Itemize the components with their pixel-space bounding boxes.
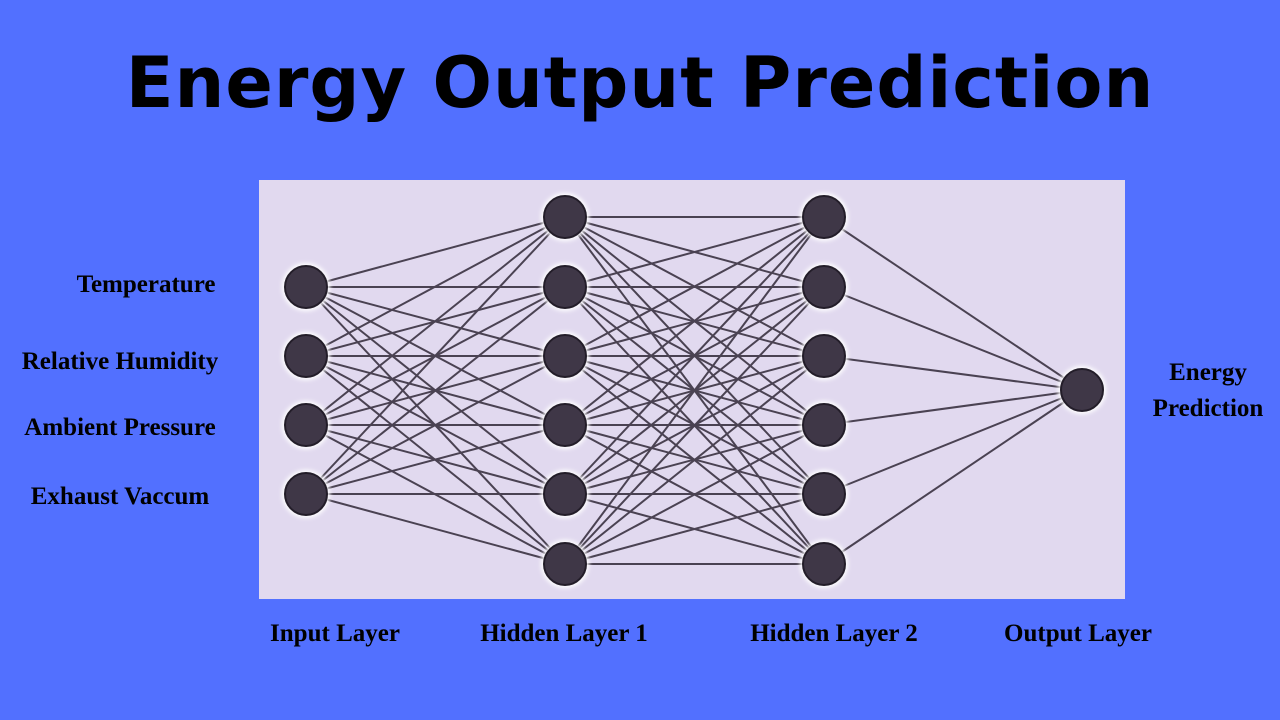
connection-hidden2-1-to-output-1 <box>823 216 1083 391</box>
connection-input-3-to-hidden1-1 <box>305 216 566 426</box>
connection-input-4-to-hidden1-6 <box>305 493 566 565</box>
connection-hidden2-4-to-output-1 <box>823 389 1083 426</box>
connection-input-2-to-hidden1-1 <box>305 216 566 357</box>
node-input-3 <box>282 401 330 449</box>
node-output-1 <box>1058 366 1106 414</box>
layer-label-output: Output Layer <box>1004 620 1152 647</box>
input-label-temperature: Temperature <box>76 271 216 298</box>
connection-hidden1-6-to-hidden2-2 <box>564 286 825 565</box>
connection-input-4-to-hidden1-2 <box>305 286 566 495</box>
node-hidden1-5 <box>541 470 589 518</box>
node-hidden1-2 <box>541 263 589 311</box>
input-label-exhaust-vaccum: Exhaust Vaccum <box>30 483 210 510</box>
connection-hidden2-2-to-output-1 <box>823 286 1083 391</box>
node-hidden2-5 <box>800 470 848 518</box>
input-label-ambient-pressure: Ambient Pressure <box>24 414 216 441</box>
node-input-1 <box>282 263 330 311</box>
connection-input-4-to-hidden1-3 <box>305 355 566 495</box>
layer-label-hidden-2: Hidden Layer 2 <box>750 620 918 647</box>
node-hidden1-1 <box>541 193 589 241</box>
neurons <box>282 193 1106 588</box>
layer-label-input: Input Layer <box>270 620 400 647</box>
node-hidden1-3 <box>541 332 589 380</box>
node-hidden1-6 <box>541 540 589 588</box>
connection-hidden1-5-to-hidden2-1 <box>564 216 825 495</box>
connection-input-1-to-hidden1-1 <box>305 216 566 288</box>
connection-hidden1-6-to-hidden2-1 <box>564 216 825 565</box>
connection-hidden1-3-to-hidden2-1 <box>564 216 825 357</box>
output-label-line-1: Energy <box>1169 359 1247 386</box>
connection-hidden1-6-to-hidden2-4 <box>564 424 825 565</box>
node-input-2 <box>282 332 330 380</box>
layer-label-hidden-1: Hidden Layer 1 <box>480 620 648 647</box>
node-hidden2-1 <box>800 193 848 241</box>
connection-hidden1-2-to-hidden2-1 <box>564 216 825 288</box>
connection-input-4-to-hidden1-1 <box>305 216 566 495</box>
node-hidden2-6 <box>800 540 848 588</box>
connection-hidden2-6-to-output-1 <box>823 389 1083 565</box>
node-hidden1-4 <box>541 401 589 449</box>
connection-hidden1-4-to-hidden2-1 <box>564 216 825 426</box>
connection-hidden2-5-to-output-1 <box>823 389 1083 495</box>
page-title: Energy Output Prediction <box>125 42 1155 124</box>
node-input-4 <box>282 470 330 518</box>
connection-input-4-to-hidden1-4 <box>305 424 566 495</box>
node-hidden2-4 <box>800 401 848 449</box>
connection-hidden2-3-to-output-1 <box>823 355 1083 391</box>
node-hidden2-2 <box>800 263 848 311</box>
output-label-line-2: Prediction <box>1152 395 1264 422</box>
node-hidden2-3 <box>800 332 848 380</box>
connection-hidden1-6-to-hidden2-5 <box>564 493 825 565</box>
connections <box>305 216 1083 565</box>
connection-hidden1-6-to-hidden2-3 <box>564 355 825 565</box>
input-label-relative-humidity: Relative Humidity <box>21 348 219 375</box>
